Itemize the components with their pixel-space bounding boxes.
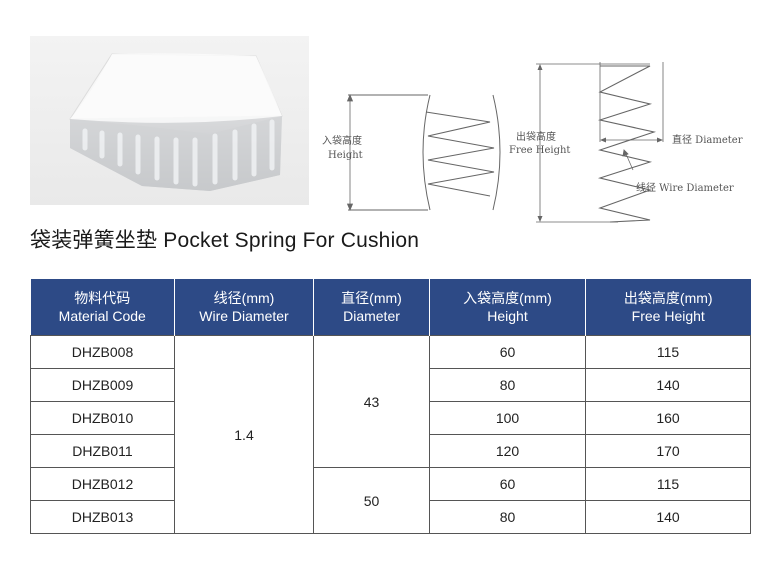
- header-free-height: 出袋高度(mm) Free Height: [585, 279, 751, 336]
- header-en: Wire Diameter: [199, 308, 289, 324]
- cell-height: 80: [429, 368, 586, 402]
- header-cn: 线径(mm): [213, 290, 275, 306]
- cell-free-height: 115: [585, 467, 751, 501]
- header-cn: 直径(mm): [341, 290, 402, 306]
- cell-free-height: 170: [585, 434, 751, 468]
- table-row: DHZB008 1.4 43 60 115: [30, 335, 751, 534]
- cell-free-height: 140: [585, 368, 751, 402]
- header-cn: 出袋高度(mm): [623, 290, 713, 306]
- pocket-spring-unit-image: [69, 53, 283, 191]
- free-spring-drawing: [597, 65, 657, 223]
- cell-height: 120: [429, 434, 586, 468]
- cell-height: 80: [429, 500, 586, 534]
- header-diameter: 直径(mm) Diameter: [313, 279, 430, 336]
- wire-diameter-label: 线径 Wire Diameter: [636, 181, 734, 194]
- header-en: Diameter: [343, 308, 400, 324]
- free-height-label-en: Free Height: [509, 145, 570, 156]
- cell-wire-diameter: 1.4: [174, 335, 314, 534]
- cell-code: DHZB012: [30, 467, 175, 501]
- pocketed-spring-drawing: [348, 94, 501, 211]
- free-height-label-cn: 出袋高度: [516, 130, 556, 143]
- cell-free-height: 160: [585, 401, 751, 435]
- cell-code: DHZB009: [30, 368, 175, 402]
- header-height: 入袋高度(mm) Height: [429, 279, 586, 336]
- cell-code: DHZB011: [30, 434, 175, 468]
- pocket-height-label-en-text: Height: [328, 150, 363, 161]
- cell-height: 100: [429, 401, 586, 435]
- header-en: Height: [487, 308, 528, 324]
- product-photo: [30, 36, 309, 205]
- cell-free-height: 115: [585, 335, 751, 369]
- cell-free-height: 140: [585, 500, 751, 534]
- header-cn: 物料代码: [74, 290, 131, 306]
- cell-height: 60: [429, 335, 586, 369]
- table-row: DHZB013 80 140: [30, 500, 751, 534]
- spring-dimension-diagram: 入袋高度 Height 出袋高度 Free Height 直径 Diameter…: [322, 62, 743, 223]
- header-en: Material Code: [58, 308, 146, 324]
- cell-code: DHZB010: [30, 401, 175, 435]
- header-cn: 入袋高度(mm): [463, 290, 552, 306]
- table-row: DHZB011 120 170: [30, 434, 751, 468]
- cell-code: DHZB008: [30, 335, 175, 369]
- header-material-code: 物料代码 Material Code: [30, 279, 175, 336]
- table-row: DHZB012 50 60 115: [30, 467, 751, 534]
- spec-table: 物料代码 Material Code 线径(mm) Wire Diameter …: [30, 279, 751, 534]
- table-header-row: 物料代码 Material Code 线径(mm) Wire Diameter …: [30, 279, 751, 336]
- pocket-height-label-cn: 入袋高度: [322, 134, 362, 147]
- product-title: 袋装弹簧坐垫 Pocket Spring For Cushion: [30, 229, 420, 252]
- cell-code: DHZB013: [30, 500, 175, 534]
- header-wire-diameter: 线径(mm) Wire Diameter: [174, 279, 314, 336]
- diameter-label: 直径 Diameter: [672, 133, 743, 146]
- cell-height: 60: [429, 467, 586, 501]
- cell-diameter: 50: [313, 467, 430, 534]
- header-en: Free Height: [631, 308, 705, 324]
- cell-diameter: 43: [313, 335, 430, 468]
